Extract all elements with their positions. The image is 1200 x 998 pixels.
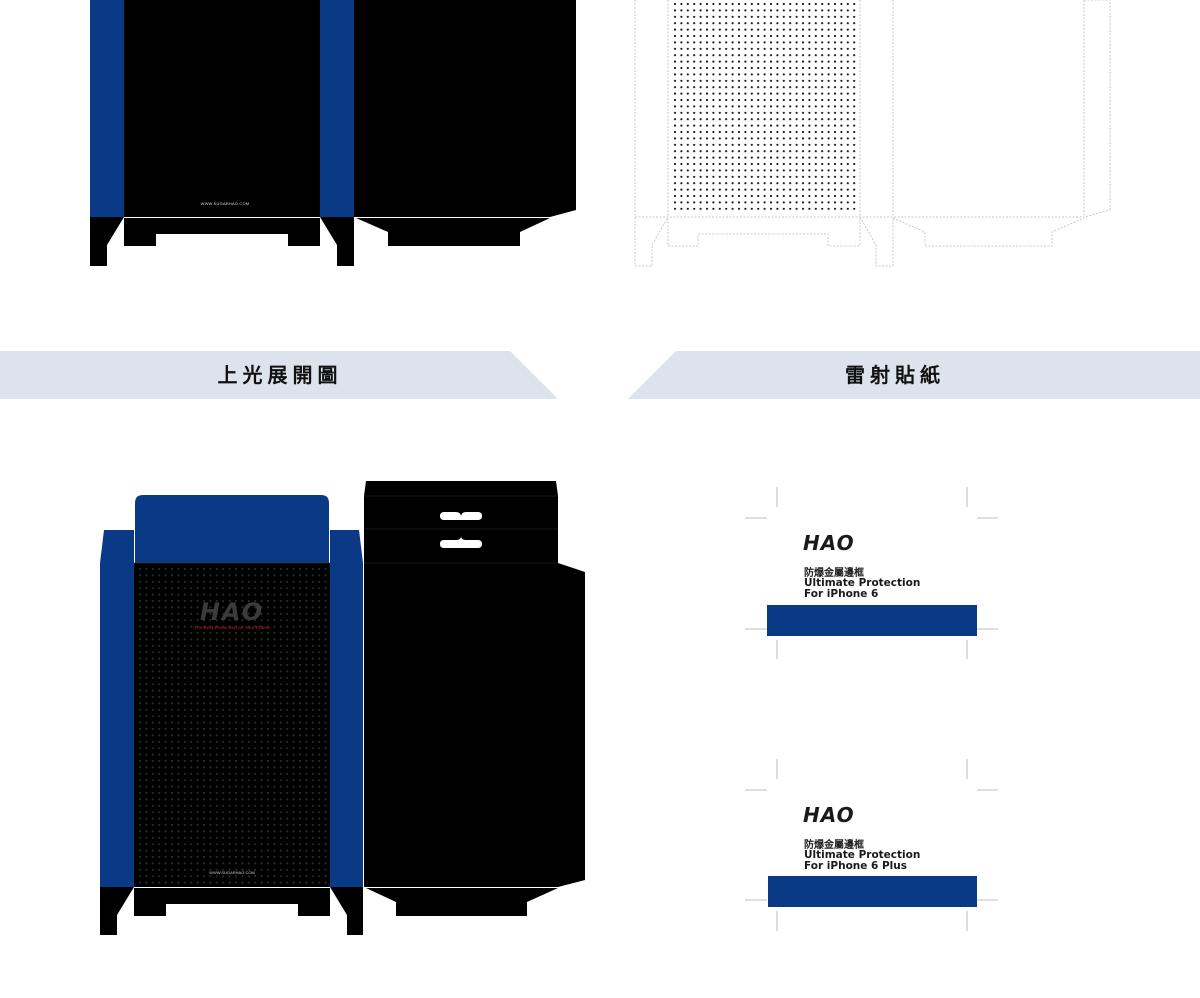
right-banner — [628, 351, 1200, 399]
sticker-card-1: HAO 防爆金屬邊框 Ultimate Protection For iPhon… — [745, 487, 1000, 662]
top-url-text: WWW.SUGARHAO.COM — [200, 201, 250, 206]
left-banner — [0, 351, 560, 399]
sticker-title: 防爆金屬邊框 — [804, 840, 864, 851]
right-banner-title: 雷射貼紙 — [845, 363, 945, 387]
sticker-title: 防爆金屬邊框 — [804, 568, 864, 579]
sticker-line-1: Ultimate Protection — [804, 849, 921, 861]
hang-hole-icon — [438, 508, 484, 522]
sticker-logo: HAO — [803, 531, 855, 555]
sticker-line-2: For iPhone 6 — [804, 588, 879, 600]
sticker-card-2: HAO 防爆金屬邊框 Ultimate Protection For iPhon… — [745, 759, 1000, 934]
box-logo: HAO — [199, 598, 265, 626]
top-colored-dieline: WWW.SUGARHAO.COM — [0, 0, 600, 300]
box-dieline: HAO The Best Protection on Your Phone WW… — [0, 430, 600, 950]
sticker-line-1: Ultimate Protection — [804, 577, 921, 589]
left-banner-title: 上光展開圖 — [217, 363, 343, 387]
box-url-text: WWW.SUGARHAO.COM — [209, 870, 255, 875]
box-tagline: The Best Protection on Your Phone — [194, 625, 270, 630]
sticker-logo: HAO — [803, 803, 855, 827]
hang-hole-icon — [438, 536, 484, 550]
sticker-line-2: For iPhone 6 Plus — [804, 860, 908, 872]
top-outline-dieline — [600, 0, 1200, 300]
